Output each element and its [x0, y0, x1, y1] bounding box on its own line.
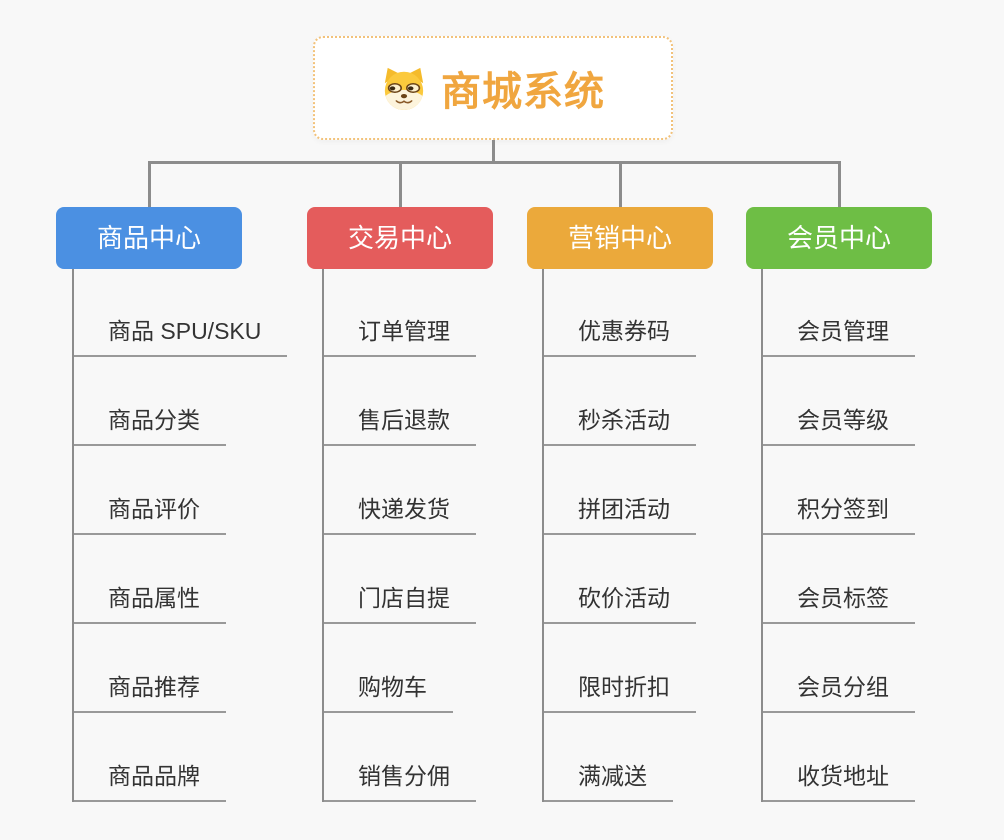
connector-drop: [148, 161, 151, 207]
connector-drop: [619, 161, 622, 207]
dog-face-icon: [384, 67, 424, 111]
branch-box-product-center[interactable]: 商品中心: [56, 207, 242, 269]
leaf-item[interactable]: 商品属性: [74, 579, 226, 624]
leaf-item[interactable]: 购物车: [324, 668, 453, 713]
connector-bus: [148, 161, 841, 164]
branch-box-member-center[interactable]: 会员中心: [746, 207, 932, 269]
leaf-item[interactable]: 会员标签: [763, 579, 915, 624]
leaf-item[interactable]: 商品分类: [74, 401, 226, 446]
leaf-column-product: 商品 SPU/SKU 商品分类商品评价商品属性商品推荐商品品牌: [72, 269, 288, 802]
leaf-item[interactable]: 秒杀活动: [544, 401, 696, 446]
root-node[interactable]: 商城系统: [313, 36, 673, 140]
branch-box-trade-center[interactable]: 交易中心: [307, 207, 493, 269]
root-title: 商城系统: [441, 70, 605, 114]
leaf-item[interactable]: 会员分组: [763, 668, 915, 713]
connector-drop: [399, 161, 402, 207]
connector-drop: [838, 161, 841, 207]
leaf-item[interactable]: 订单管理: [324, 312, 476, 357]
leaf-item[interactable]: 售后退款: [324, 401, 476, 446]
leaf-column-marketing: 优惠券码秒杀活动拼团活动砍价活动限时折扣满减送: [542, 269, 696, 802]
leaf-item[interactable]: 快递发货: [324, 490, 476, 535]
leaf-item[interactable]: 拼团活动: [544, 490, 696, 535]
leaf-column-trade: 订单管理售后退款快递发货门店自提购物车销售分佣: [322, 269, 476, 802]
leaf-item[interactable]: 优惠券码: [544, 312, 696, 357]
leaf-item[interactable]: 收货地址: [763, 757, 915, 802]
leaf-item[interactable]: 砍价活动: [544, 579, 696, 624]
leaf-item[interactable]: 商品评价: [74, 490, 226, 535]
leaf-item[interactable]: 商品品牌: [74, 757, 226, 802]
leaf-item[interactable]: 商品推荐: [74, 668, 226, 713]
connector-root-stub: [492, 140, 495, 163]
leaf-item[interactable]: 销售分佣: [324, 757, 476, 802]
leaf-item[interactable]: 会员等级: [763, 401, 915, 446]
leaf-item[interactable]: 会员管理: [763, 312, 915, 357]
leaf-item[interactable]: 积分签到: [763, 490, 915, 535]
leaf-column-member: 会员管理会员等级积分签到会员标签会员分组收货地址: [761, 269, 915, 802]
leaf-item[interactable]: 满减送: [544, 757, 673, 802]
branch-box-marketing-center[interactable]: 营销中心: [527, 207, 713, 269]
leaf-item[interactable]: 门店自提: [324, 579, 476, 624]
leaf-item[interactable]: 商品 SPU/SKU: [74, 312, 288, 357]
leaf-item[interactable]: 限时折扣: [544, 668, 696, 713]
